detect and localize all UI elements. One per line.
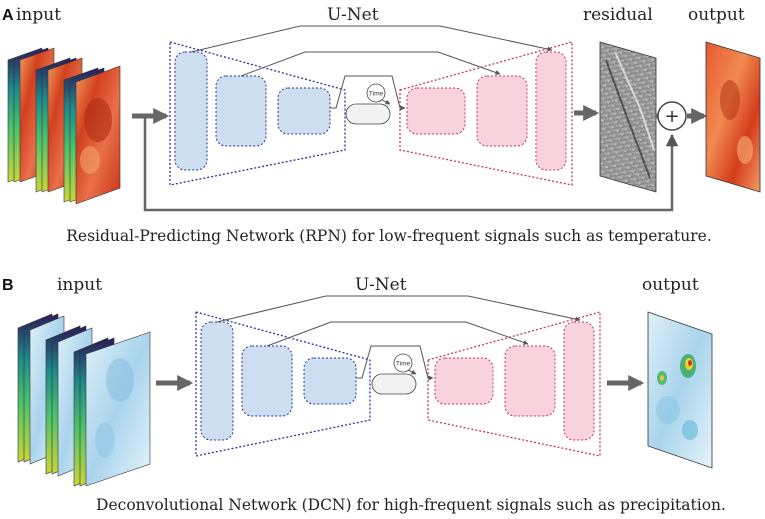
panel-a-output-label: output <box>688 5 745 25</box>
panel-b-encoder-block-2 <box>241 345 293 417</box>
panel-a-letter: A <box>2 7 14 24</box>
panel-a-time-label: Time <box>369 91 384 98</box>
panel-a-skip-arrow-2 <box>240 51 501 77</box>
panel-b: B input U-Net output <box>2 275 726 514</box>
panel-b-skip-arrow-1 <box>216 295 581 323</box>
panel-b-input-label: input <box>57 275 102 295</box>
panel-a-skip-arrow-1 <box>190 25 553 53</box>
panel-a-time-node <box>366 83 386 103</box>
panel-a-residual-map <box>599 41 657 193</box>
panel-a-decoder-block-2 <box>476 75 528 147</box>
panel-a: A input U-Net residual output <box>2 5 761 245</box>
panel-a-decoder-block-3 <box>535 51 567 171</box>
panel-b-encoder-block-1 <box>200 321 234 441</box>
panel-a-encoder-outline <box>169 41 346 186</box>
panel-a-residual-label: residual <box>583 5 653 25</box>
panel-b-time-label: Time <box>396 361 411 368</box>
panel-a-encoder-block-3 <box>277 87 331 135</box>
panel-a-plus-symbol: + <box>664 106 679 127</box>
panel-a-plus-node <box>657 101 687 131</box>
panel-b-decoder-block-1 <box>434 357 494 405</box>
panel-a-bottleneck-block <box>345 103 391 125</box>
panel-a-encoder-block-2 <box>215 75 267 147</box>
panel-b-decoder-block-3 <box>563 321 595 441</box>
panel-a-bottleneck-arrow <box>330 75 406 111</box>
panel-b-bottleneck-block <box>371 373 417 395</box>
panel-a-skip-connection <box>143 116 679 212</box>
panel-b-skip-arrow-2 <box>266 321 529 347</box>
panel-a-caption: Residual-Predicting Network (RPN) for lo… <box>66 227 712 245</box>
panel-b-input-stack <box>17 313 151 487</box>
panel-a-output-map <box>705 41 761 193</box>
panel-b-output-map <box>647 311 713 469</box>
panel-b-caption: Deconvolutional Network (DCN) for high-f… <box>96 496 726 514</box>
panel-a-decoder-block-1 <box>406 87 466 135</box>
panel-a-encoder-block-1 <box>174 51 208 171</box>
panel-b-output-label: output <box>642 275 699 295</box>
panel-a-decoder-outline <box>399 41 573 186</box>
panel-b-bottleneck-arrow <box>356 345 434 381</box>
panel-b-encoder-block-3 <box>303 357 357 405</box>
panel-a-unet-label: U-Net <box>327 5 379 25</box>
panel-b-time-node <box>393 353 413 373</box>
panel-b-unet-label: U-Net <box>355 275 407 295</box>
panel-a-input-label: input <box>16 5 61 25</box>
panel-b-decoder-block-2 <box>504 345 556 417</box>
panel-b-encoder-outline <box>195 311 371 457</box>
panel-b-letter: B <box>2 277 14 294</box>
panel-a-input-stack <box>7 47 121 205</box>
